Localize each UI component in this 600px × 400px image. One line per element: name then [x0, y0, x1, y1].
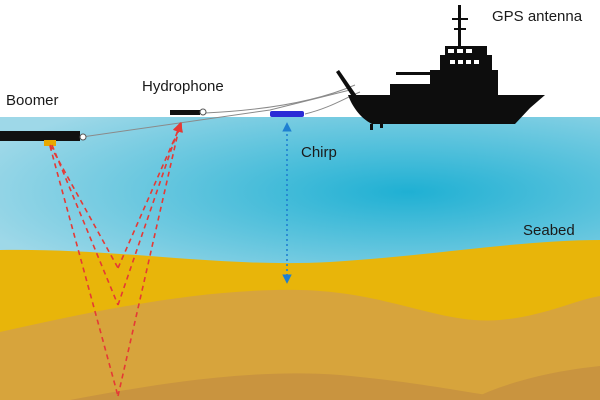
sediment-layer-bottom-right — [470, 366, 600, 400]
ray-deep — [49, 145, 119, 397]
chirp-tow-cable — [304, 91, 361, 115]
boomer-tow-cable — [81, 89, 351, 138]
ray-shallow-1 — [49, 144, 119, 269]
chirp-label: Chirp — [301, 144, 337, 161]
ray-shallow-2 — [51, 144, 119, 306]
ray-shallow-return-1 — [117, 122, 183, 269]
water-column — [0, 117, 600, 267]
hydrophone-device — [170, 108, 207, 116]
seismic-ray-paths — [49, 122, 183, 397]
boomer-device — [0, 131, 87, 146]
ray-deep-return — [117, 122, 183, 397]
boomer-label: Boomer — [6, 92, 59, 109]
gps-antenna-label: GPS antenna — [492, 8, 583, 25]
seabed-label: Seabed — [523, 222, 575, 239]
ship-windows — [448, 49, 479, 64]
hydrophone-label: Hydrophone — [142, 78, 224, 95]
survey-ship — [336, 5, 545, 130]
sediment-layer-middle — [0, 289, 600, 400]
ray-shallow-return-2 — [117, 122, 183, 306]
hydrophone-tow-cable — [204, 84, 356, 114]
chirp-device — [270, 111, 304, 117]
sediment-layer-bottom — [70, 373, 520, 400]
